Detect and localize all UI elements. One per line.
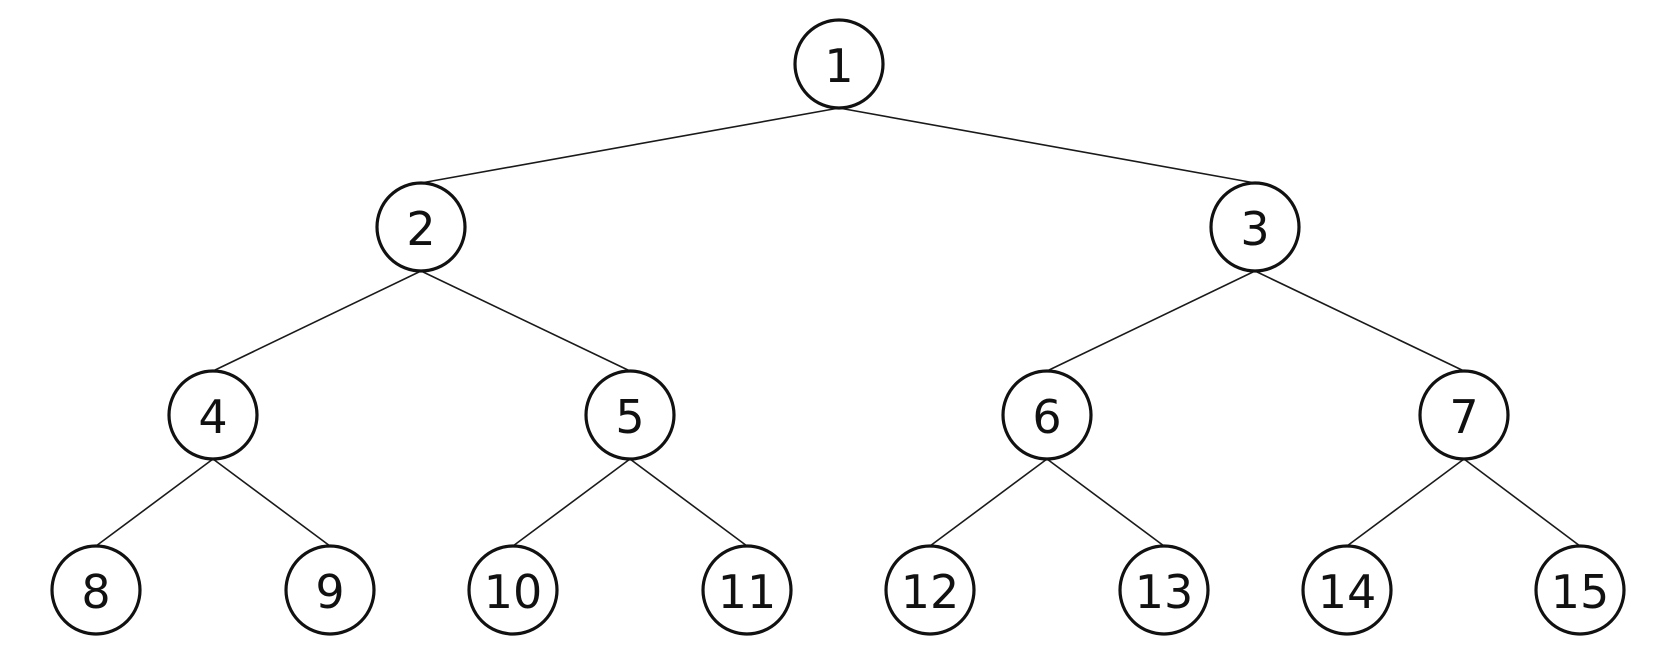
- node-circle: [884, 544, 976, 636]
- node-label: 6: [1032, 390, 1061, 444]
- tree-node-13: 13: [1118, 544, 1210, 636]
- node-circle: [375, 181, 467, 273]
- node-circle: [284, 544, 376, 636]
- node-label: 3: [1240, 202, 1269, 256]
- tree-node-8: 8: [50, 544, 142, 636]
- node-circle: [584, 369, 676, 461]
- tree-node-3: 3: [1209, 181, 1301, 273]
- edge-2-5: [420, 270, 631, 372]
- node-circle: [1418, 369, 1510, 461]
- tree-node-11: 11: [701, 544, 793, 636]
- edge-5-11: [629, 458, 748, 547]
- node-circle: [1118, 544, 1210, 636]
- edge-4-8: [95, 458, 214, 547]
- tree-node-10: 10: [467, 544, 559, 636]
- edge-5-10: [512, 458, 631, 547]
- edge-2-4: [212, 270, 422, 372]
- edge-3-6: [1046, 270, 1256, 372]
- node-circle: [1534, 544, 1626, 636]
- tree-node-12: 12: [884, 544, 976, 636]
- node-label: 14: [1318, 565, 1377, 619]
- node-label: 10: [484, 565, 543, 619]
- edge-6-13: [1046, 458, 1165, 547]
- edge-4-9: [212, 458, 331, 547]
- node-label: 13: [1135, 565, 1194, 619]
- tree-node-15: 15: [1534, 544, 1626, 636]
- tree-node-5: 5: [584, 369, 676, 461]
- node-label: 12: [901, 565, 960, 619]
- node-circle: [1209, 181, 1301, 273]
- tree-node-4: 4: [167, 369, 259, 461]
- node-label: 11: [718, 565, 777, 619]
- node-circle: [50, 544, 142, 636]
- node-label: 7: [1449, 390, 1478, 444]
- tree-node-14: 14: [1301, 544, 1393, 636]
- node-circle: [167, 369, 259, 461]
- edge-7-15: [1463, 458, 1581, 547]
- edge-1-3: [838, 107, 1256, 184]
- edge-3-7: [1254, 270, 1465, 372]
- node-circle: [701, 544, 793, 636]
- node-label: 4: [198, 390, 227, 444]
- edge-6-12: [929, 458, 1048, 547]
- tree-edges: [95, 107, 1581, 547]
- node-circle: [1001, 369, 1093, 461]
- node-circle: [467, 544, 559, 636]
- node-label: 15: [1551, 565, 1610, 619]
- node-circle: [793, 18, 885, 110]
- tree-node-6: 6: [1001, 369, 1093, 461]
- node-label: 1: [824, 39, 853, 93]
- node-label: 9: [315, 565, 344, 619]
- node-label: 8: [81, 565, 110, 619]
- tree-node-9: 9: [284, 544, 376, 636]
- node-circle: [1301, 544, 1393, 636]
- edge-1-2: [420, 107, 840, 184]
- tree-node-7: 7: [1418, 369, 1510, 461]
- tree-node-2: 2: [375, 181, 467, 273]
- node-label: 2: [406, 202, 435, 256]
- tree-node-1: 1: [793, 18, 885, 110]
- node-label: 5: [615, 390, 644, 444]
- edge-7-14: [1346, 458, 1465, 547]
